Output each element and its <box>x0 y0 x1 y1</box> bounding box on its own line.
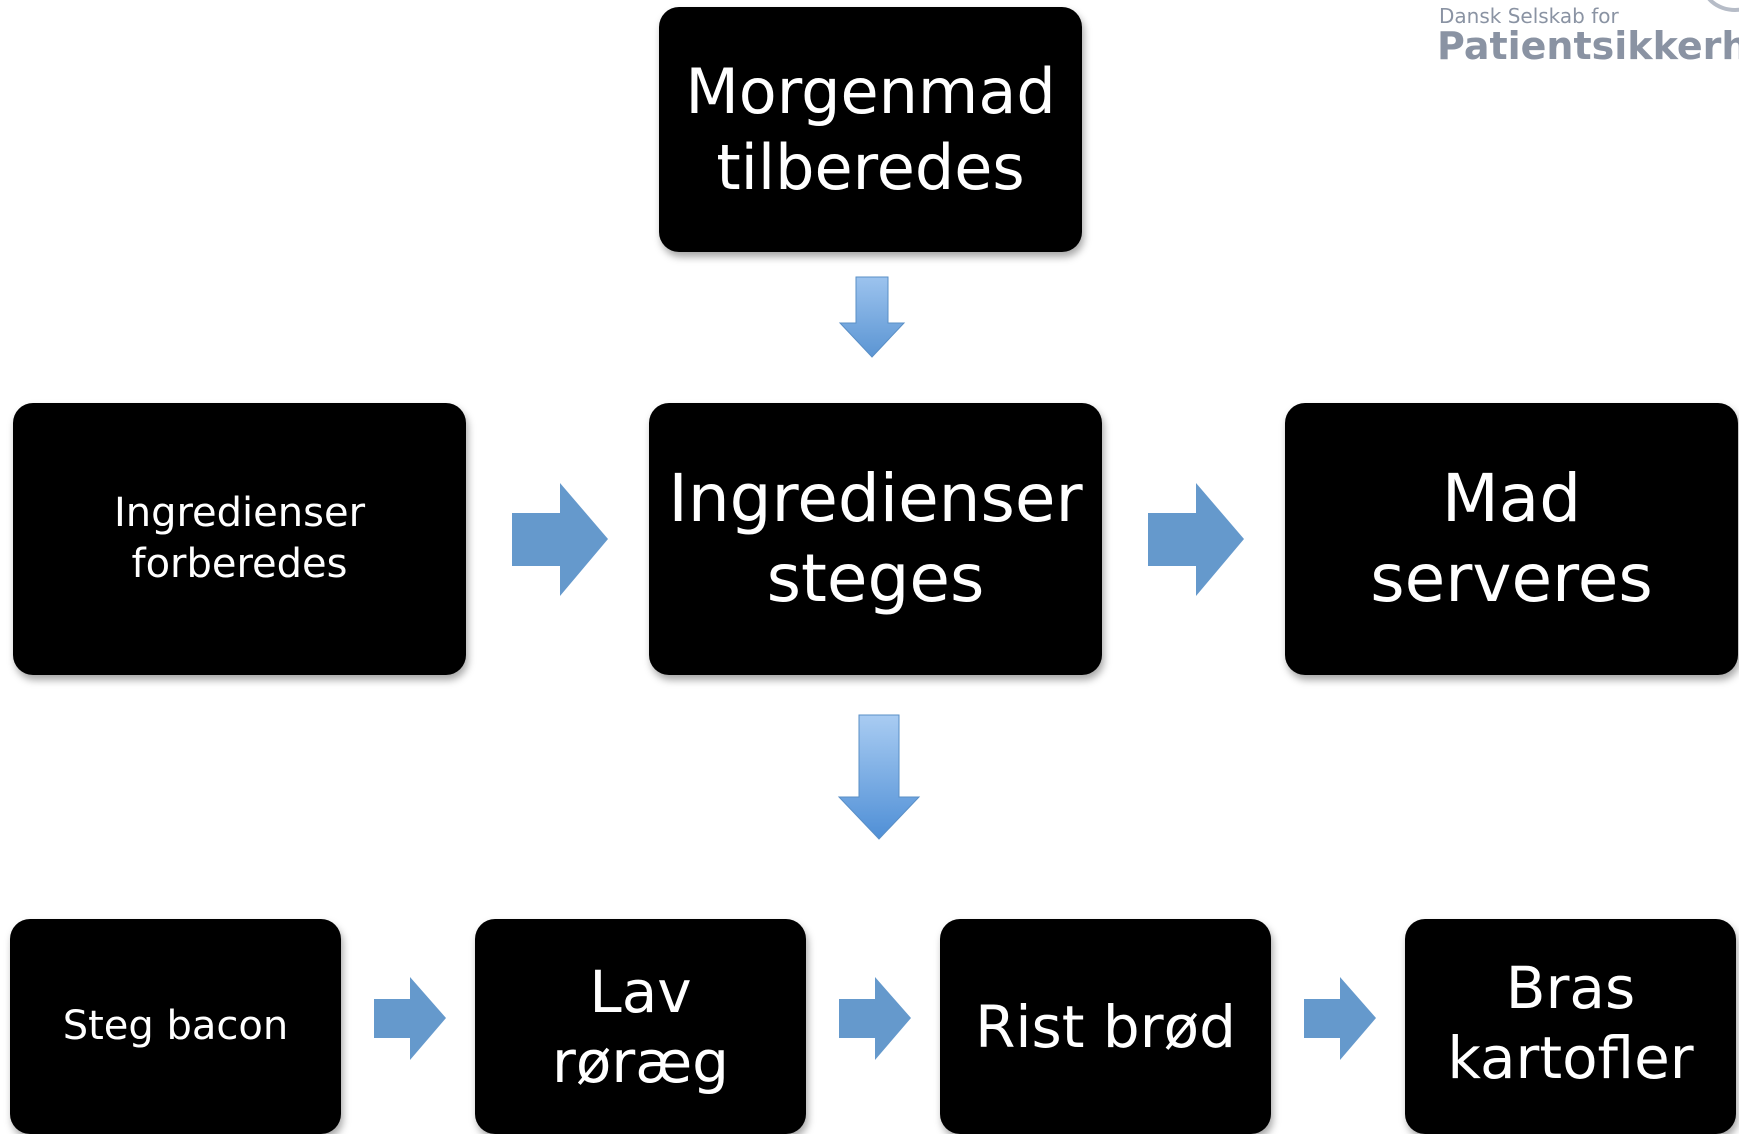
arrow-right-icon <box>512 483 608 596</box>
node-morning-line2: tilberedes <box>716 130 1025 204</box>
logo-subtitle: Dansk Selskab for <box>1439 4 1619 28</box>
logo-ring-icon <box>1701 0 1739 12</box>
node-bacon: Steg bacon <box>10 919 341 1134</box>
node-morning: Morgenmad tilberedes <box>659 7 1082 252</box>
node-prepare: Ingredienser forberedes <box>13 403 466 675</box>
node-eggs-line1: Lav røræg <box>552 957 729 1096</box>
arrow-right-icon <box>374 977 446 1060</box>
organization-logo: Dansk Selskab for Patientsikkerh <box>1439 0 1739 75</box>
node-potatoes: Bras kartofler <box>1405 919 1736 1134</box>
node-fry-line1: Ingredienser <box>668 460 1083 537</box>
node-prepare-line1: Ingredienser <box>113 490 366 536</box>
node-serve-line1: Mad <box>1441 460 1582 537</box>
logo-title: Patientsikkerh <box>1439 24 1739 68</box>
arrow-down-icon <box>838 276 906 358</box>
node-prepare-line2: forberedes <box>131 541 348 587</box>
node-bread: Rist brød <box>940 919 1271 1134</box>
node-fry: Ingredienser steges <box>649 403 1102 675</box>
arrow-right-icon <box>1148 483 1244 596</box>
arrow-right-icon <box>839 977 911 1060</box>
node-fry-line2: steges <box>766 540 985 617</box>
node-potatoes-line1: Bras <box>1505 954 1636 1022</box>
arrow-down-icon <box>837 714 921 840</box>
node-serve: Mad serveres <box>1285 403 1738 675</box>
node-bacon-line1: Steg bacon <box>62 1003 289 1049</box>
node-eggs: Lav røræg <box>475 919 806 1134</box>
node-serve-line2: serveres <box>1370 540 1653 617</box>
arrow-right-icon <box>1304 977 1376 1060</box>
node-morning-line1: Morgenmad <box>685 54 1056 128</box>
node-potatoes-line2: kartofler <box>1447 1024 1694 1092</box>
node-bread-line1: Rist brød <box>975 992 1236 1061</box>
